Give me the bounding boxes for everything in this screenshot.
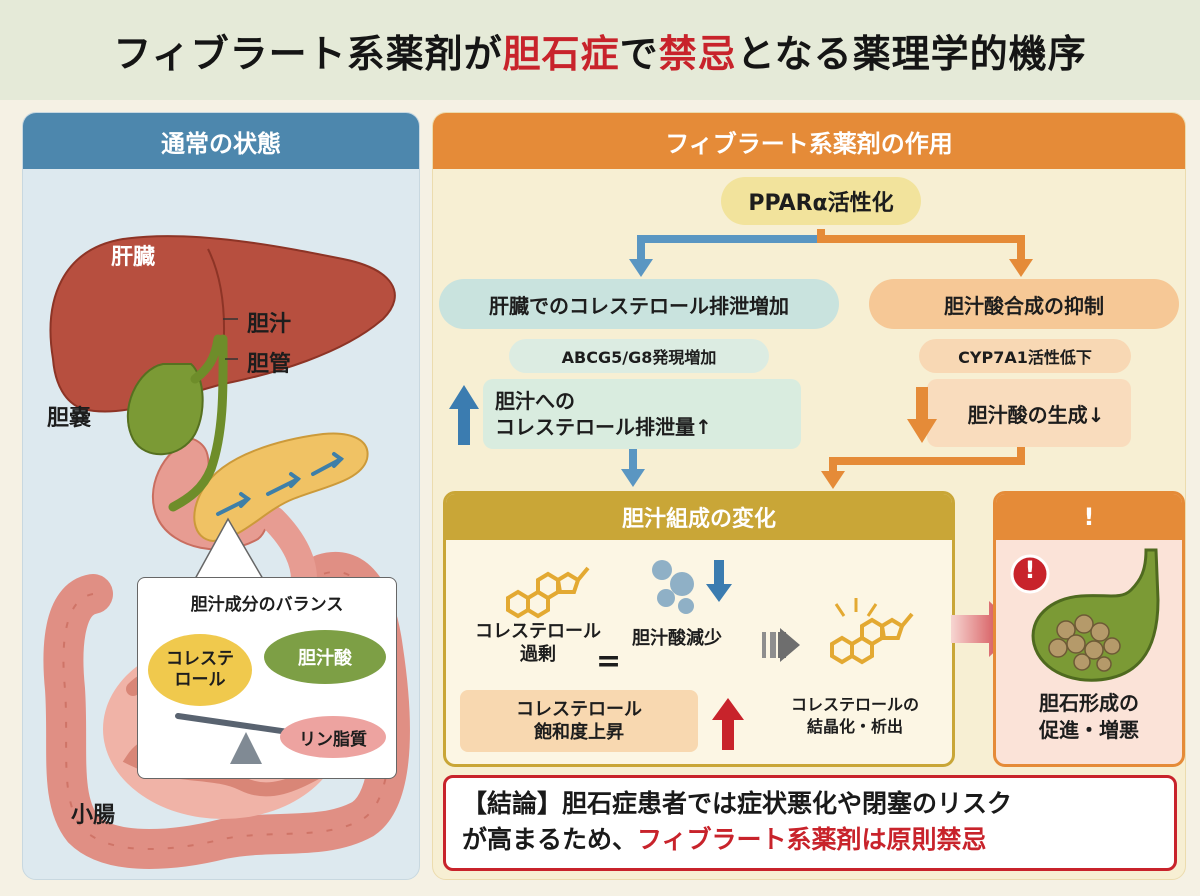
fibrate-action-panel: フィブラート系薬剤の作用 PPARα活性化 肝臓でのコレステロール排泄増加 AB…	[432, 112, 1186, 880]
ppar-activation-box: PPARα活性化	[721, 177, 921, 225]
down-arrow-icon	[907, 387, 937, 443]
gallbladder-label: 胆嚢	[47, 406, 92, 431]
cyp7a1-box: CYP7A1活性低下	[919, 339, 1131, 373]
cholesterol-component: コレステ ロール	[148, 634, 252, 706]
phospholipid-component: リン脂質	[280, 716, 386, 758]
bile-cholesterol-increase-box: 胆汁への コレステロール排泄量↑	[483, 379, 801, 449]
saturation-up-arrow-icon	[712, 698, 744, 750]
crystallization-label: コレステロールの 結晶化・析出	[790, 695, 919, 736]
blue-branch-arrow	[637, 229, 825, 263]
bile-acid-decrease-label: 胆汁酸減少	[632, 628, 722, 649]
gallstone-result-label: 胆石形成の 促進・増悪	[1039, 691, 1139, 742]
gallbladder-shape	[126, 363, 204, 456]
warning-badge-icon	[1010, 554, 1050, 594]
page-title: フィブラート系薬剤が胆石症で禁忌となる薬理学的機序	[113, 31, 1087, 76]
bile-acid-component: 胆汁酸	[264, 630, 386, 684]
warning-badge-mark: !	[1024, 556, 1036, 584]
bile-label: 胆汁	[247, 312, 292, 337]
bile-duct-shape	[168, 334, 228, 512]
bile-acid-decrease-box: 胆汁酸の生成↓	[927, 379, 1131, 447]
conclusion-box: 【結論】胆石症患者では症状悪化や閉塞のリスク が高まるため、フィブラート系薬剤は…	[443, 775, 1177, 871]
abcg5-g8-box: ABCG5/G8発現増加	[509, 339, 769, 373]
bile-composition-header: 胆汁組成の変化	[446, 494, 952, 540]
composition-illustrations	[506, 560, 914, 750]
bile-composition-box: 胆汁組成の変化	[443, 491, 955, 767]
orange-merge-arrow	[829, 447, 1025, 475]
gray-process-arrow	[762, 628, 800, 662]
gallstones-icon	[1048, 614, 1121, 672]
small-intestine-label: 小腸	[71, 803, 116, 828]
crystal-sparkle-icon	[834, 598, 878, 617]
orange-branch-arrow	[817, 229, 1025, 263]
bile-acid-suppression-box: 胆汁酸合成の抑制	[869, 279, 1179, 329]
gallstone-warning-box: ! ! 胆石形成の 促進・増悪	[993, 491, 1185, 767]
title-bar: フィブラート系薬剤が胆石症で禁忌となる薬理学的機序	[0, 0, 1200, 100]
bile-duct-label: 胆管	[247, 352, 292, 377]
liver-shape	[49, 235, 396, 413]
crystallized-cholesterol-icon	[830, 612, 914, 665]
conclusion-line2: が高まるため、フィブラート系薬剤は原則禁忌	[462, 825, 987, 855]
bile-balance-title: 胆汁成分のバランス	[190, 595, 344, 615]
cholesterol-excess-label: コレステロール 過剰	[475, 621, 601, 666]
up-arrow-icon	[449, 385, 479, 445]
gallstone-illustration	[1010, 548, 1160, 682]
cholesterol-molecule-icon	[506, 566, 590, 619]
normal-state-panel: 通常の状態 肝臓 胆汁 胆管 胆嚢	[22, 112, 420, 880]
equals-sign: =	[596, 644, 622, 679]
saturation-increase-box: コレステロール 飽和度上昇	[460, 690, 698, 752]
liver-label: 肝臓	[111, 245, 156, 270]
warning-header: !	[996, 494, 1182, 540]
bile-flow-arrows	[216, 452, 345, 516]
bile-acid-droplets-icon	[652, 560, 694, 614]
bile-acid-down-arrow-icon	[706, 560, 732, 602]
fibrate-action-header: フィブラート系薬剤の作用	[433, 113, 1185, 169]
gallbladder-icon	[1031, 548, 1160, 682]
normal-state-header: 通常の状態	[23, 113, 419, 169]
flow-arrows	[621, 229, 1033, 489]
bile-balance-box: 胆汁成分のバランス コレステ ロール 胆汁酸 リン脂質	[137, 577, 397, 779]
conclusion-line1: 【結論】胆石症患者では症状悪化や閉塞のリスク	[462, 789, 1013, 818]
cholesterol-excretion-box: 肝臓でのコレステロール排泄増加	[439, 279, 839, 329]
